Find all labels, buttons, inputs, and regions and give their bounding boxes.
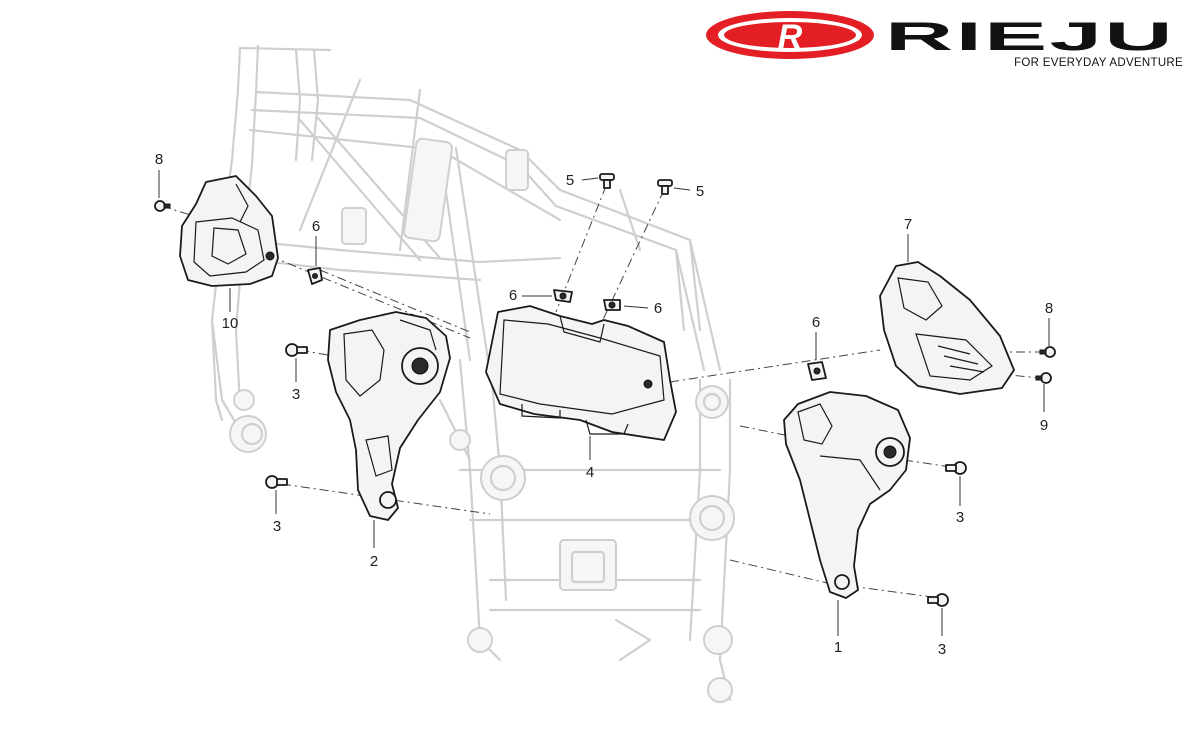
callout-3-lower-left: 3 [273, 518, 281, 535]
callout-5-right: 5 [696, 183, 704, 200]
brand-wordmark: RIEJU [885, 15, 1175, 59]
part-4-center-tray [485, 305, 677, 441]
callout-8-right: 8 [1045, 300, 1053, 317]
callout-3-upper-left: 3 [292, 386, 300, 403]
bolt-8-left [154, 200, 171, 212]
leader-lines [158, 170, 1050, 636]
callout-6-center-left: 6 [509, 287, 517, 304]
callout-10: 10 [222, 315, 239, 332]
callout-7: 7 [904, 216, 912, 233]
clip-6-center-right [603, 299, 621, 311]
callout-6-right: 6 [812, 314, 820, 331]
callout-2: 2 [370, 553, 378, 570]
rieju-emblem: R [706, 11, 874, 59]
callout-4: 4 [586, 464, 594, 481]
screw-5-right [657, 179, 673, 195]
part-1-right-side-cover [783, 391, 911, 599]
brand-logo: R RIEJU FOR EVERYDAY ADVENTURE [706, 11, 1183, 69]
part-7-right-cover [879, 261, 1015, 395]
clip-6-left [307, 267, 323, 285]
callout-8-left: 8 [155, 151, 163, 168]
screw-5-left [599, 173, 615, 189]
callout-1: 1 [834, 639, 842, 656]
clip-6-right [807, 361, 827, 381]
bolt-3-lower-left [265, 475, 288, 489]
callout-5-left: 5 [566, 172, 574, 189]
bolt-9 [1035, 372, 1052, 384]
callout-3-lower-right: 3 [938, 641, 946, 658]
brand-tagline: FOR EVERYDAY ADVENTURE [1014, 57, 1183, 69]
bolt-3-lower-right [927, 593, 949, 607]
callout-labels: 8 6 10 3 3 2 5 5 6 6 4 7 6 8 9 3 1 3 [155, 151, 1053, 658]
motorcycle-frame [210, 44, 735, 703]
callout-6-center-right: 6 [654, 300, 662, 317]
bolt-3-upper-right [945, 461, 967, 475]
callout-9: 9 [1040, 417, 1048, 434]
fasteners [154, 173, 1056, 607]
bolt-8-right [1039, 346, 1056, 358]
callout-6-left: 6 [312, 218, 320, 235]
part-10-left-cover [179, 175, 279, 287]
bolt-3-upper-left [285, 343, 308, 357]
part-2-left-side-cover [327, 311, 451, 521]
emblem-letter: R [778, 18, 803, 56]
callout-3-upper-right: 3 [956, 509, 964, 526]
clip-6-center-left [553, 289, 573, 303]
